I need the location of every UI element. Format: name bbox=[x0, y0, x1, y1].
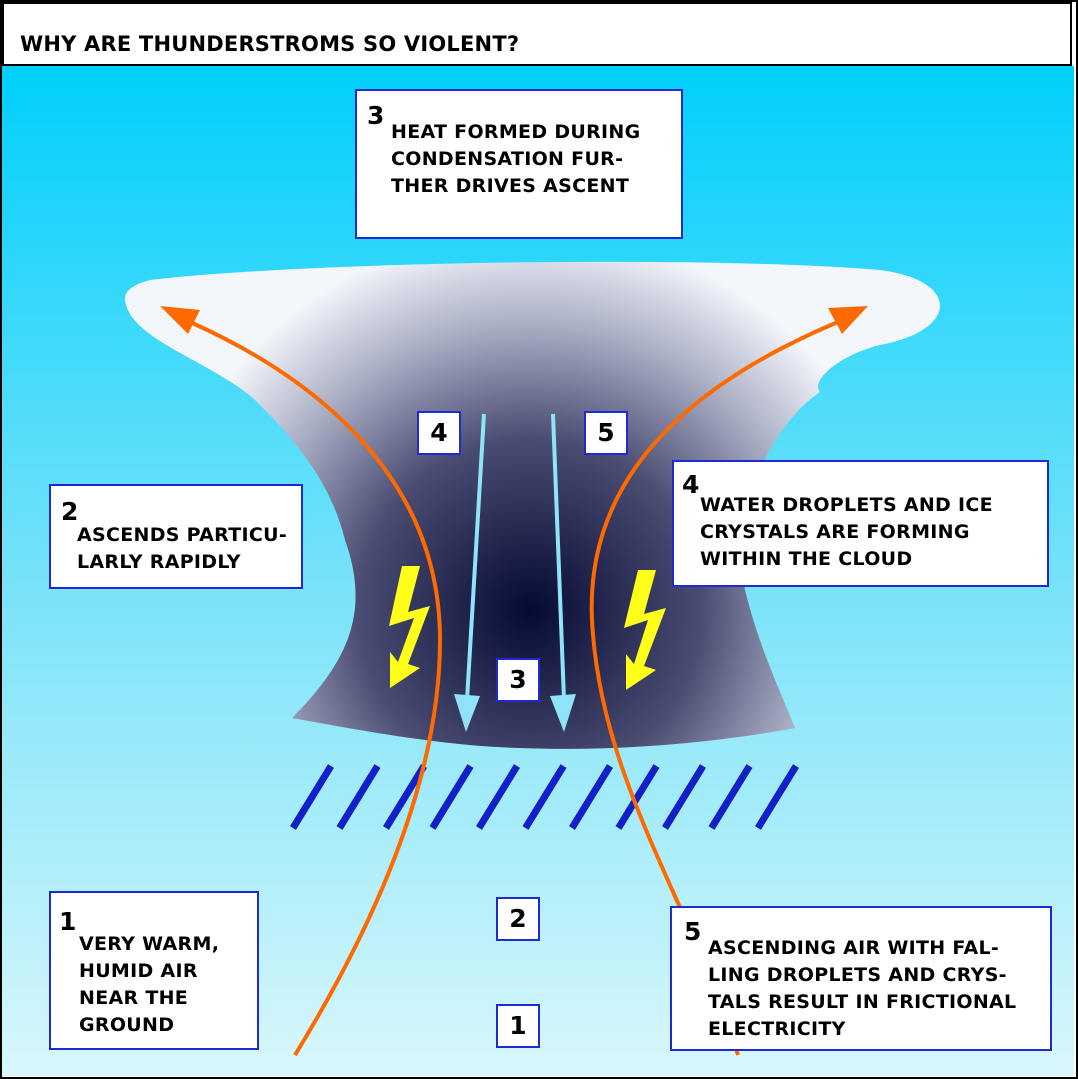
downdraft-arrowhead-left bbox=[454, 694, 480, 732]
thunderstorm-cloud bbox=[124, 261, 941, 749]
downdraft-arrow-right bbox=[551, 413, 566, 701]
lightning-bolt-left bbox=[389, 566, 430, 688]
diagram-tag-2: 2 bbox=[496, 897, 540, 941]
diagram-tag-4: 4 bbox=[417, 411, 461, 455]
lightning-bolt-icon bbox=[389, 566, 666, 690]
diagram-tag-3: 3 bbox=[496, 658, 540, 702]
hatch-line bbox=[336, 764, 381, 830]
callout-3-number: 3 bbox=[367, 101, 385, 130]
callout-4-number: 4 bbox=[682, 470, 700, 499]
downdraft-arrow-left bbox=[465, 413, 486, 701]
hatch-line bbox=[290, 764, 334, 830]
callout-3-text: HEAT FORMED DURING CONDENSATION FUR- THE… bbox=[391, 121, 641, 197]
callout-1: 1 VERY WARM, HUMID AIR NEAR THE GROUND bbox=[49, 891, 259, 1050]
callout-2-text: ASCENDS PARTICU- LARLY RAPIDLY bbox=[77, 524, 288, 573]
downdraft-arrowhead-right bbox=[550, 694, 576, 732]
callout-5-text: ASCENDING AIR WITH FAL- LING DROPLETS AN… bbox=[708, 937, 1017, 1040]
hatch-line bbox=[383, 764, 427, 830]
hatch-line bbox=[476, 764, 520, 830]
callout-3: 3 HEAT FORMED DURING CONDENSATION FUR- T… bbox=[355, 89, 683, 239]
lightning-bolt-right bbox=[624, 570, 666, 690]
hatch-line bbox=[615, 764, 660, 830]
hatch-line bbox=[708, 764, 753, 830]
callout-4: 4 WATER DROPLETS AND ICE CRYSTALS ARE FO… bbox=[672, 460, 1049, 587]
diagram-tag-5: 5 bbox=[584, 411, 628, 455]
hatch-line bbox=[429, 764, 474, 830]
diagram-tag-1: 1 bbox=[496, 1004, 540, 1048]
callout-2-number: 2 bbox=[61, 497, 79, 526]
callout-1-text: VERY WARM, HUMID AIR NEAR THE GROUND bbox=[79, 933, 220, 1036]
hatch-line bbox=[662, 764, 706, 830]
callout-5-number: 5 bbox=[684, 917, 702, 946]
updraft-arrow-left bbox=[189, 320, 443, 1057]
callout-4-text: WATER DROPLETS AND ICE CRYSTALS ARE FORM… bbox=[700, 494, 993, 570]
updraft-arrowhead-right bbox=[828, 306, 868, 334]
hatch-line bbox=[569, 764, 613, 830]
hatch-line bbox=[522, 764, 567, 830]
updraft-arrowhead-left bbox=[160, 306, 200, 334]
hatch-line bbox=[755, 764, 799, 830]
hatch-lines bbox=[290, 764, 799, 830]
downdraft-arrows bbox=[454, 413, 576, 732]
callout-5: 5 ASCENDING AIR WITH FAL- LING DROPLETS … bbox=[670, 906, 1052, 1051]
diagram-title: WHY ARE THUNDERSTROMS SO VIOLENT? bbox=[2, 2, 1072, 66]
callout-1-number: 1 bbox=[59, 907, 77, 936]
callout-2: 2 ASCENDS PARTICU- LARLY RAPIDLY bbox=[49, 484, 303, 589]
